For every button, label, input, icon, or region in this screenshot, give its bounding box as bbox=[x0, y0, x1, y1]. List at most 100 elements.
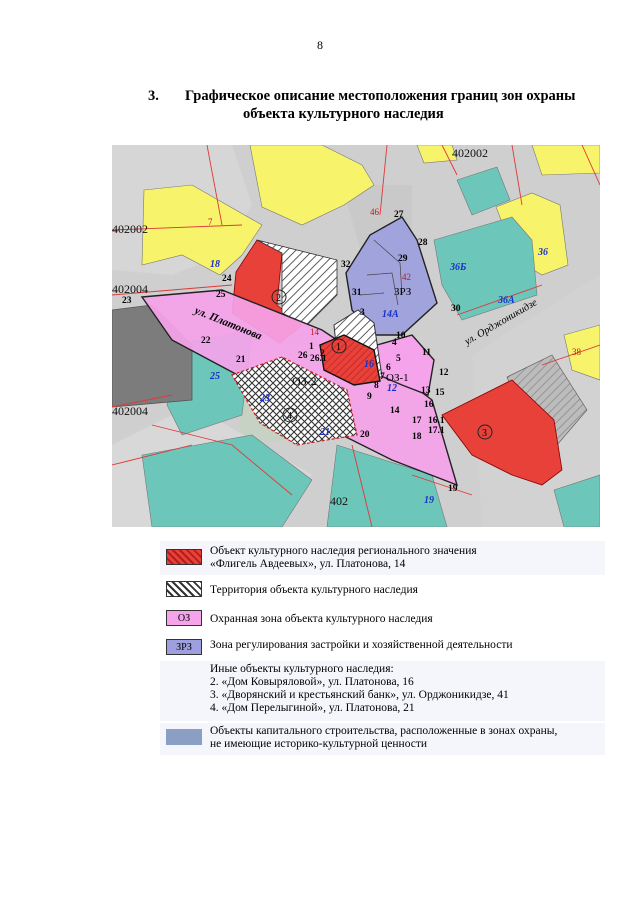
boundary-point: 20 bbox=[360, 430, 370, 440]
boundary-point: 6 bbox=[386, 363, 391, 373]
boundary-point: 31 bbox=[352, 288, 362, 298]
cadastral-label: 402002 bbox=[112, 222, 148, 236]
boundary-point: 5 bbox=[396, 354, 401, 364]
house-number: 23 bbox=[259, 393, 270, 404]
building-yellow bbox=[249, 145, 375, 226]
cadastral-label: 402 bbox=[330, 494, 348, 508]
boundary-point: 15 bbox=[435, 388, 445, 398]
house-number: 18 bbox=[210, 259, 220, 270]
building-teal bbox=[553, 474, 600, 527]
house-number-red: 7 bbox=[208, 217, 213, 227]
boundary-point: 23 bbox=[122, 296, 132, 306]
circled-object-marker bbox=[271, 289, 287, 305]
house-number-red: 46 bbox=[370, 207, 380, 217]
boundary-point: 21 bbox=[236, 355, 246, 365]
legend-item-heritage-object: Объект культурного наследия региональног… bbox=[160, 541, 605, 575]
heritage-object-1 bbox=[319, 334, 381, 386]
legend-text: Иные объекты культурного наследия: 2. «Д… bbox=[210, 663, 509, 714]
circled-object-number: 1 bbox=[336, 342, 341, 353]
zrz-inner-lines bbox=[359, 239, 403, 306]
legend-swatch bbox=[166, 729, 202, 745]
boundary-point: 17 bbox=[412, 416, 422, 426]
boundary-point: 2 bbox=[320, 349, 325, 359]
section-number: 3. bbox=[148, 88, 159, 104]
boundary-point: 26 bbox=[298, 351, 308, 361]
zone-label-oz-2: ОЗ-2 bbox=[292, 374, 317, 388]
circled-object-marker bbox=[331, 338, 347, 354]
house-number: 12 bbox=[387, 383, 397, 394]
boundary-point: 19 bbox=[448, 484, 458, 494]
boundary-point: 11 bbox=[422, 348, 431, 358]
legend-item-non-historic: Объекты капитального строительства, расп… bbox=[160, 723, 605, 755]
house-number: 36 bbox=[537, 247, 548, 258]
section-title-line-1: Графическое описание местоположения гран… bbox=[185, 88, 576, 104]
zone-label-oz-1: ОЗ-1 bbox=[386, 372, 409, 384]
boundary-point: 26.1 bbox=[310, 354, 327, 364]
legend-item-protected-zone: ОЗ Охранная зона объекта культурного нас… bbox=[160, 607, 605, 631]
legend-swatch: ЗРЗ bbox=[166, 639, 202, 655]
building-teal bbox=[456, 166, 511, 216]
house-number: 21 bbox=[319, 427, 330, 438]
house-number: 25 bbox=[209, 371, 220, 382]
circled-object-marker bbox=[282, 407, 298, 423]
boundary-point: 29 bbox=[398, 254, 408, 264]
boundary-point: 7 bbox=[380, 372, 385, 382]
building-teal bbox=[141, 434, 313, 527]
zone-map: ул. Платонова ул. Орджоникидзе 402002 40… bbox=[112, 145, 600, 527]
building-teal bbox=[433, 216, 538, 321]
circled-object-number: 2 bbox=[276, 293, 281, 304]
legend-item-other-heritage: Иные объекты культурного наследия: 2. «Д… bbox=[160, 661, 605, 721]
boundary-point: 28 bbox=[418, 238, 428, 248]
boundary-point: 4 bbox=[392, 338, 397, 348]
cadastral-label: 402004 bbox=[112, 282, 148, 296]
boundary-point: 16 bbox=[424, 400, 434, 410]
legend-swatch bbox=[166, 549, 202, 565]
legend-swatch-label: ОЗ bbox=[177, 613, 191, 624]
legend-item-regulation-zone: ЗРЗ Зона регулирования застройки и хозяй… bbox=[160, 635, 605, 659]
boundary-point: 24 bbox=[222, 274, 232, 284]
circled-object-number: 4 bbox=[287, 411, 292, 422]
legend-swatch: ОЗ bbox=[166, 610, 202, 626]
heritage-object-4-territory bbox=[231, 356, 358, 446]
house-number: 16 bbox=[364, 359, 374, 370]
house-number-red: 38 bbox=[572, 347, 582, 357]
building-yellow bbox=[531, 145, 600, 176]
legend-text: Охранная зона объекта культурного наслед… bbox=[210, 613, 433, 625]
boundary-point: 10 bbox=[396, 331, 406, 341]
legend-swatch-label: ЗРЗ bbox=[176, 642, 192, 653]
boundary-point: 17.1 bbox=[428, 426, 445, 436]
building-yellow bbox=[416, 145, 458, 164]
boundary-point: 9 bbox=[367, 392, 372, 402]
boundary-point: 16.1 bbox=[428, 416, 445, 426]
house-number: 36А bbox=[497, 295, 515, 306]
zone-label-zrz: ЗРЗ bbox=[394, 286, 412, 298]
house-number: 14А bbox=[382, 309, 399, 320]
cadastral-label: 402004 bbox=[112, 404, 148, 418]
legend-item-heritage-territory: Территория объекта культурного наследия bbox=[160, 579, 605, 603]
boundary-point: 1 bbox=[309, 342, 314, 352]
boundary-point: 25 bbox=[216, 290, 226, 300]
cadastral-lines bbox=[112, 145, 600, 527]
building-yellow bbox=[141, 184, 263, 276]
boundary-point: 30 bbox=[451, 304, 461, 314]
map-legend: Объект культурного наследия региональног… bbox=[160, 541, 610, 761]
boundary-point: 12 bbox=[439, 368, 449, 378]
house-number: 36Б bbox=[449, 262, 467, 273]
boundary-point: 14 bbox=[390, 406, 400, 416]
boundary-point: 13 bbox=[421, 386, 431, 396]
boundary-point: 22 bbox=[201, 336, 211, 346]
circled-object-number: 3 bbox=[482, 428, 487, 439]
page-number: 8 bbox=[317, 38, 323, 52]
legend-swatch bbox=[166, 581, 202, 597]
boundary-point: 18 bbox=[412, 432, 422, 442]
house-number-red: 14 bbox=[310, 327, 320, 337]
circled-object-marker bbox=[477, 424, 493, 440]
legend-text: Объекты капитального строительства, расп… bbox=[210, 725, 558, 750]
boundary-point: 3 bbox=[360, 308, 365, 318]
legend-text: Объект культурного наследия региональног… bbox=[210, 545, 477, 570]
boundary-point: 32 bbox=[341, 260, 351, 270]
legend-text: Зона регулирования застройки и хозяйстве… bbox=[210, 639, 513, 651]
cadastral-label: 402002 bbox=[452, 146, 488, 160]
heritage-object-3 bbox=[441, 379, 563, 486]
boundary-point: 8 bbox=[374, 381, 379, 391]
